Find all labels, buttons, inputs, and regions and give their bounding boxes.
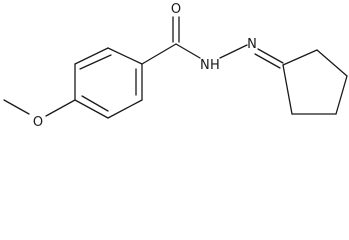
- molecule-structure-diagram: O N H N O: [3, 2, 348, 130]
- cyclopentane-ring: [282, 49, 348, 115]
- hydrazone-linkage: N H N: [175, 37, 284, 73]
- ring-double-bond: [79, 54, 112, 70]
- benzene-ring: [74, 47, 143, 119]
- ring-bond: [107, 99, 143, 119]
- ring-bond: [282, 64, 293, 115]
- carbonyl-to-nh-bond: [175, 43, 201, 59]
- ring-bond: [74, 47, 109, 65]
- carbonyl-group: O: [141, 2, 181, 65]
- amide-hydrogen-label: H: [210, 58, 220, 73]
- ring-bond: [282, 49, 318, 66]
- ring-to-carbonyl-bond: [141, 43, 177, 65]
- amide-nitrogen-label: N: [200, 58, 210, 73]
- carbonyl-oxygen-label: O: [171, 2, 181, 17]
- imine-double-bond: [254, 53, 281, 69]
- imine-double-bond: [257, 48, 284, 64]
- imine-nitrogen-label: N: [247, 37, 257, 52]
- ring-bond: [316, 49, 348, 77]
- ring-bond: [335, 75, 348, 115]
- ether-oxygen-label: O: [33, 115, 43, 130]
- ring-double-bond: [81, 95, 109, 112]
- ether-to-methyl-bond: [3, 99, 30, 115]
- ring-bond: [74, 99, 109, 119]
- ring-to-ether-bond: [45, 99, 76, 117]
- methoxy-group: O: [3, 99, 76, 130]
- n-n-bond: [219, 44, 248, 59]
- ring-bond: [107, 47, 143, 65]
